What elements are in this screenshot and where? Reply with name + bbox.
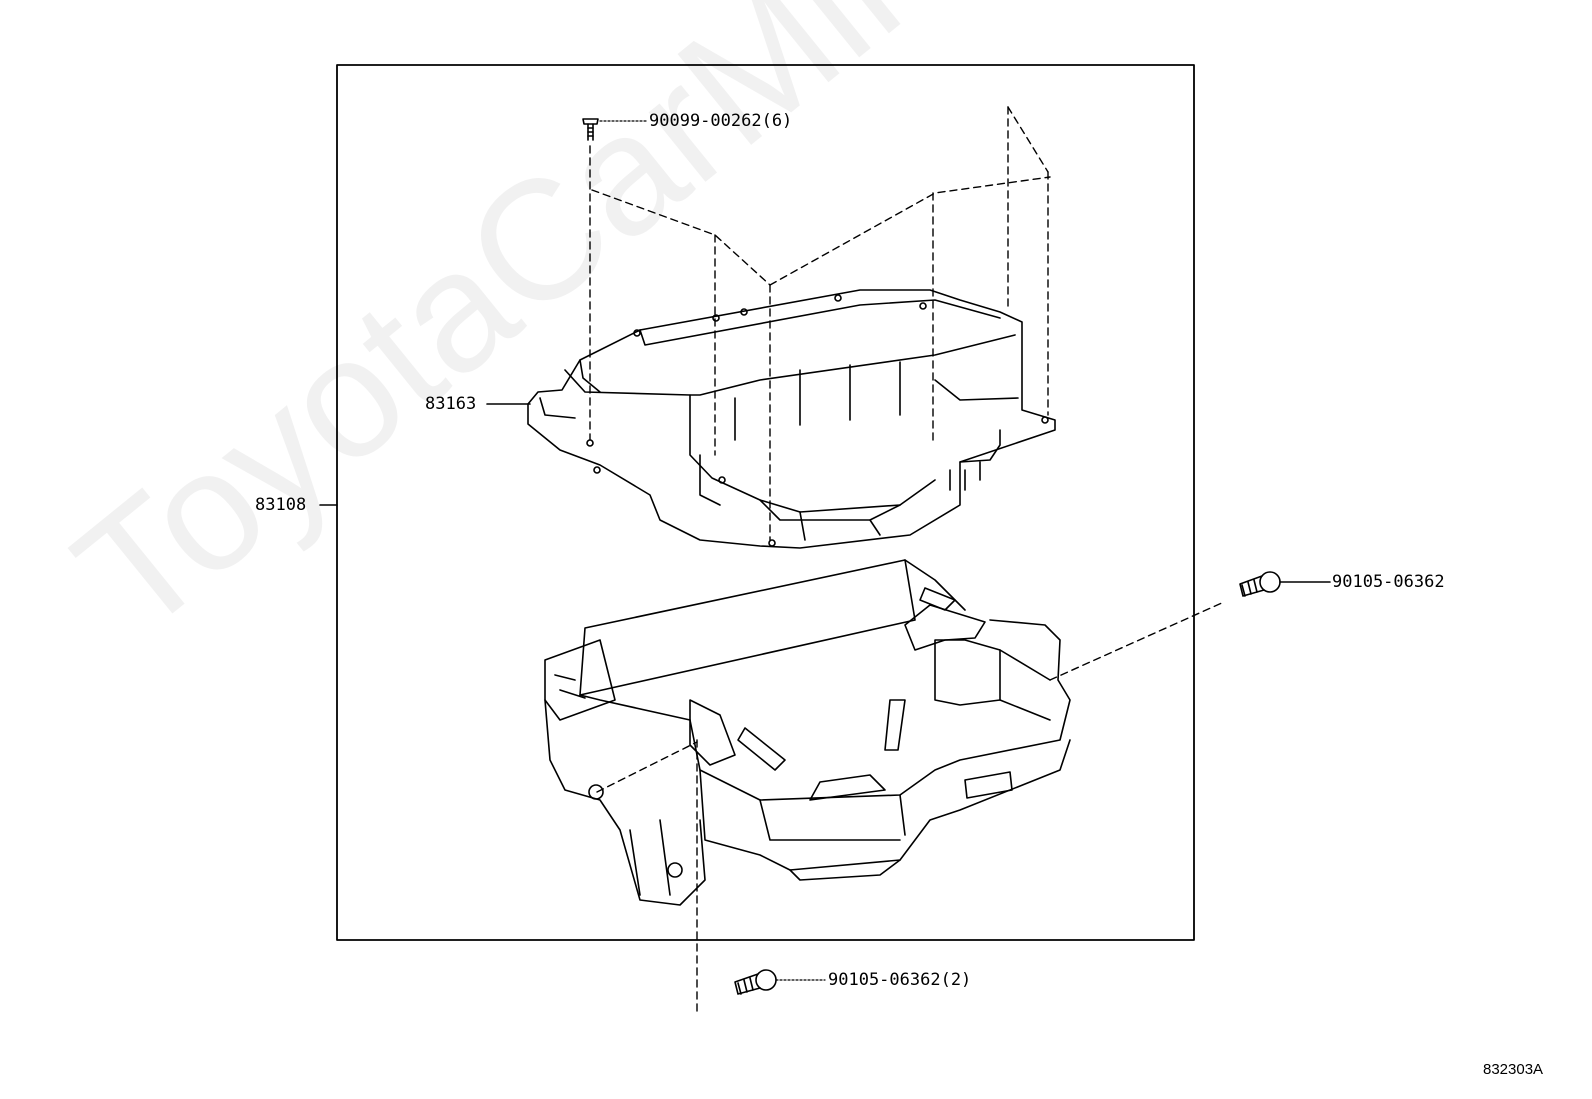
screw-icon-top xyxy=(582,118,649,141)
callout-upper-case-83163[interactable]: 83163 xyxy=(425,394,477,414)
callout-screw-top[interactable]: 90099-00262(6) xyxy=(649,111,793,131)
dashed-guide-lines-upper xyxy=(589,106,1051,541)
figure-id: 832303A xyxy=(1483,1061,1544,1078)
callout-assembly-83108[interactable]: 83108 xyxy=(255,495,307,515)
callout-screw-right[interactable]: 90105-06362 xyxy=(1332,572,1445,592)
dashed-guide-lines-lower xyxy=(596,601,1225,1017)
screw-icon-bottom xyxy=(734,969,826,995)
screw-icon-right xyxy=(1239,571,1331,597)
assembly-frame xyxy=(336,64,1195,941)
upper-case-83163 xyxy=(527,289,1056,549)
callout-screw-bottom[interactable]: 90105-06362(2) xyxy=(828,970,972,990)
lower-case-assembly xyxy=(544,559,1071,906)
